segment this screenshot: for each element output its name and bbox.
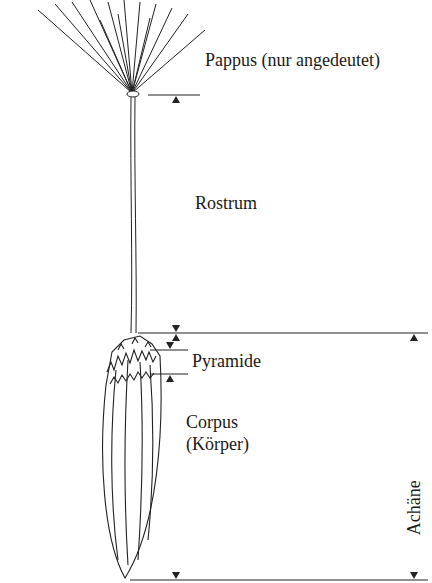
achene-body [103,336,161,578]
part-label: Pyramide [192,351,261,373]
rostrum-stalk [131,97,136,333]
part-label: Corpus (Körper) [186,412,264,455]
pappus-bristles [38,0,205,93]
part-label: Pappus (nur angedeutet) [205,50,380,72]
part-label: Rostrum [195,193,257,215]
dimension-label: Achäne [403,481,425,536]
dimension-arrows [166,96,418,579]
pappus-knot [127,91,139,97]
dimension-lines [130,95,428,580]
